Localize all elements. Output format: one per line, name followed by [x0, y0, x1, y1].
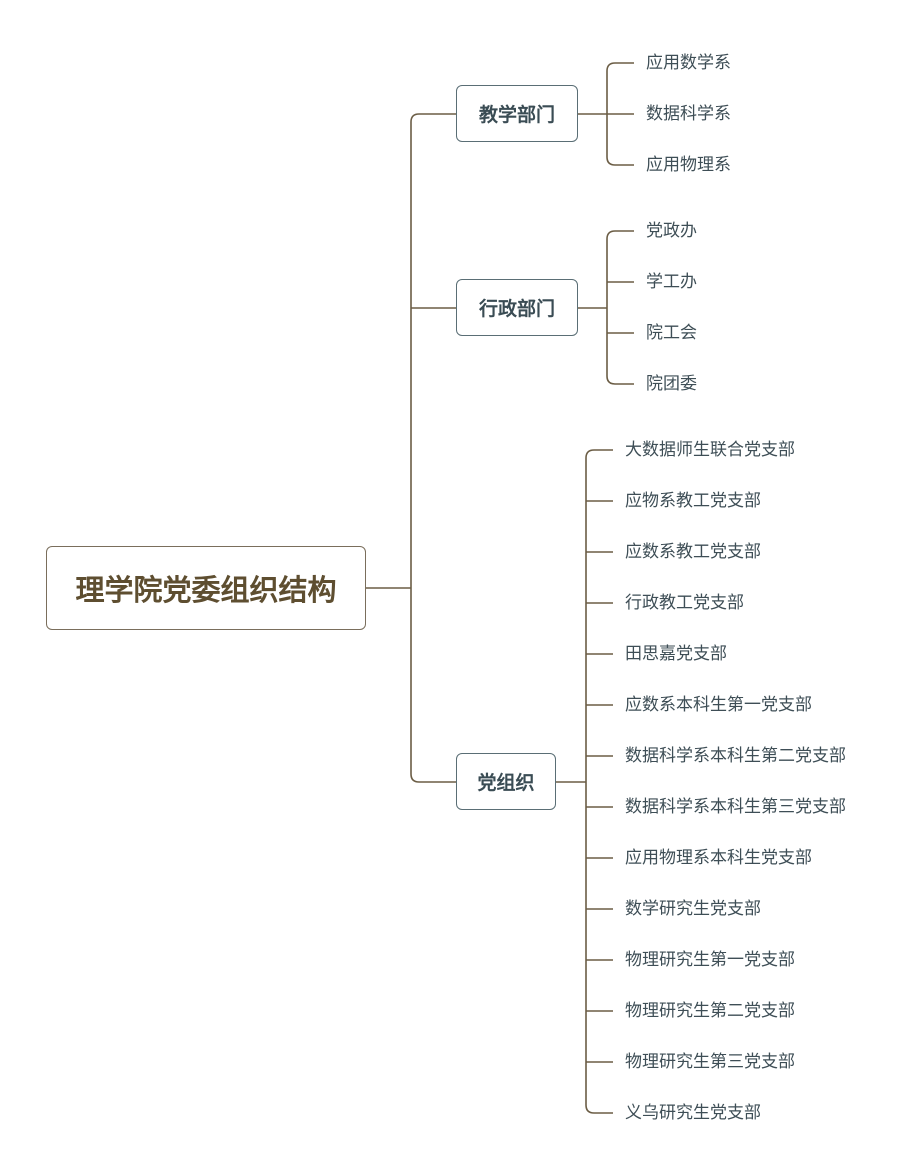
connector-group-2-stem: [585, 449, 613, 1114]
connector-group-1-stem: [606, 230, 634, 385]
branch-node-admin[interactable]: 行政部门: [456, 279, 578, 336]
leaf-admin-3[interactable]: 院工会: [646, 323, 697, 343]
root-node[interactable]: 理学院党委组织结构: [46, 546, 366, 630]
leaf-admin-2[interactable]: 学工办: [646, 272, 697, 292]
leaf-party-6[interactable]: 应数系本科生第一党支部: [625, 695, 812, 715]
leaf-party-4[interactable]: 行政教工党支部: [625, 593, 744, 613]
leaf-teaching-3[interactable]: 应用物理系: [646, 155, 731, 175]
branch-node-teaching[interactable]: 教学部门: [456, 85, 578, 142]
leaf-party-14[interactable]: 义乌研究生党支部: [625, 1103, 761, 1123]
leaf-admin-4[interactable]: 院团委: [646, 374, 697, 394]
branch-node-party[interactable]: 党组织: [456, 753, 556, 810]
leaf-party-13[interactable]: 物理研究生第三党支部: [625, 1052, 795, 1072]
leaf-party-10[interactable]: 数学研究生党支部: [625, 899, 761, 919]
leaf-party-11[interactable]: 物理研究生第一党支部: [625, 950, 795, 970]
leaf-teaching-2[interactable]: 数据科学系: [646, 104, 731, 124]
leaf-party-3[interactable]: 应数系教工党支部: [625, 542, 761, 562]
leaf-admin-1[interactable]: 党政办: [646, 221, 697, 241]
leaf-party-5[interactable]: 田思嘉党支部: [625, 644, 727, 664]
leaf-party-7[interactable]: 数据科学系本科生第二党支部: [625, 746, 846, 766]
leaf-party-8[interactable]: 数据科学系本科生第三党支部: [625, 797, 846, 817]
connector-trunk: [410, 113, 456, 783]
leaf-party-12[interactable]: 物理研究生第二党支部: [625, 1001, 795, 1021]
leaf-party-1[interactable]: 大数据师生联合党支部: [625, 440, 795, 460]
leaf-party-9[interactable]: 应用物理系本科生党支部: [625, 848, 812, 868]
leaf-party-2[interactable]: 应物系教工党支部: [625, 491, 761, 511]
leaf-teaching-1[interactable]: 应用数学系: [646, 53, 731, 73]
